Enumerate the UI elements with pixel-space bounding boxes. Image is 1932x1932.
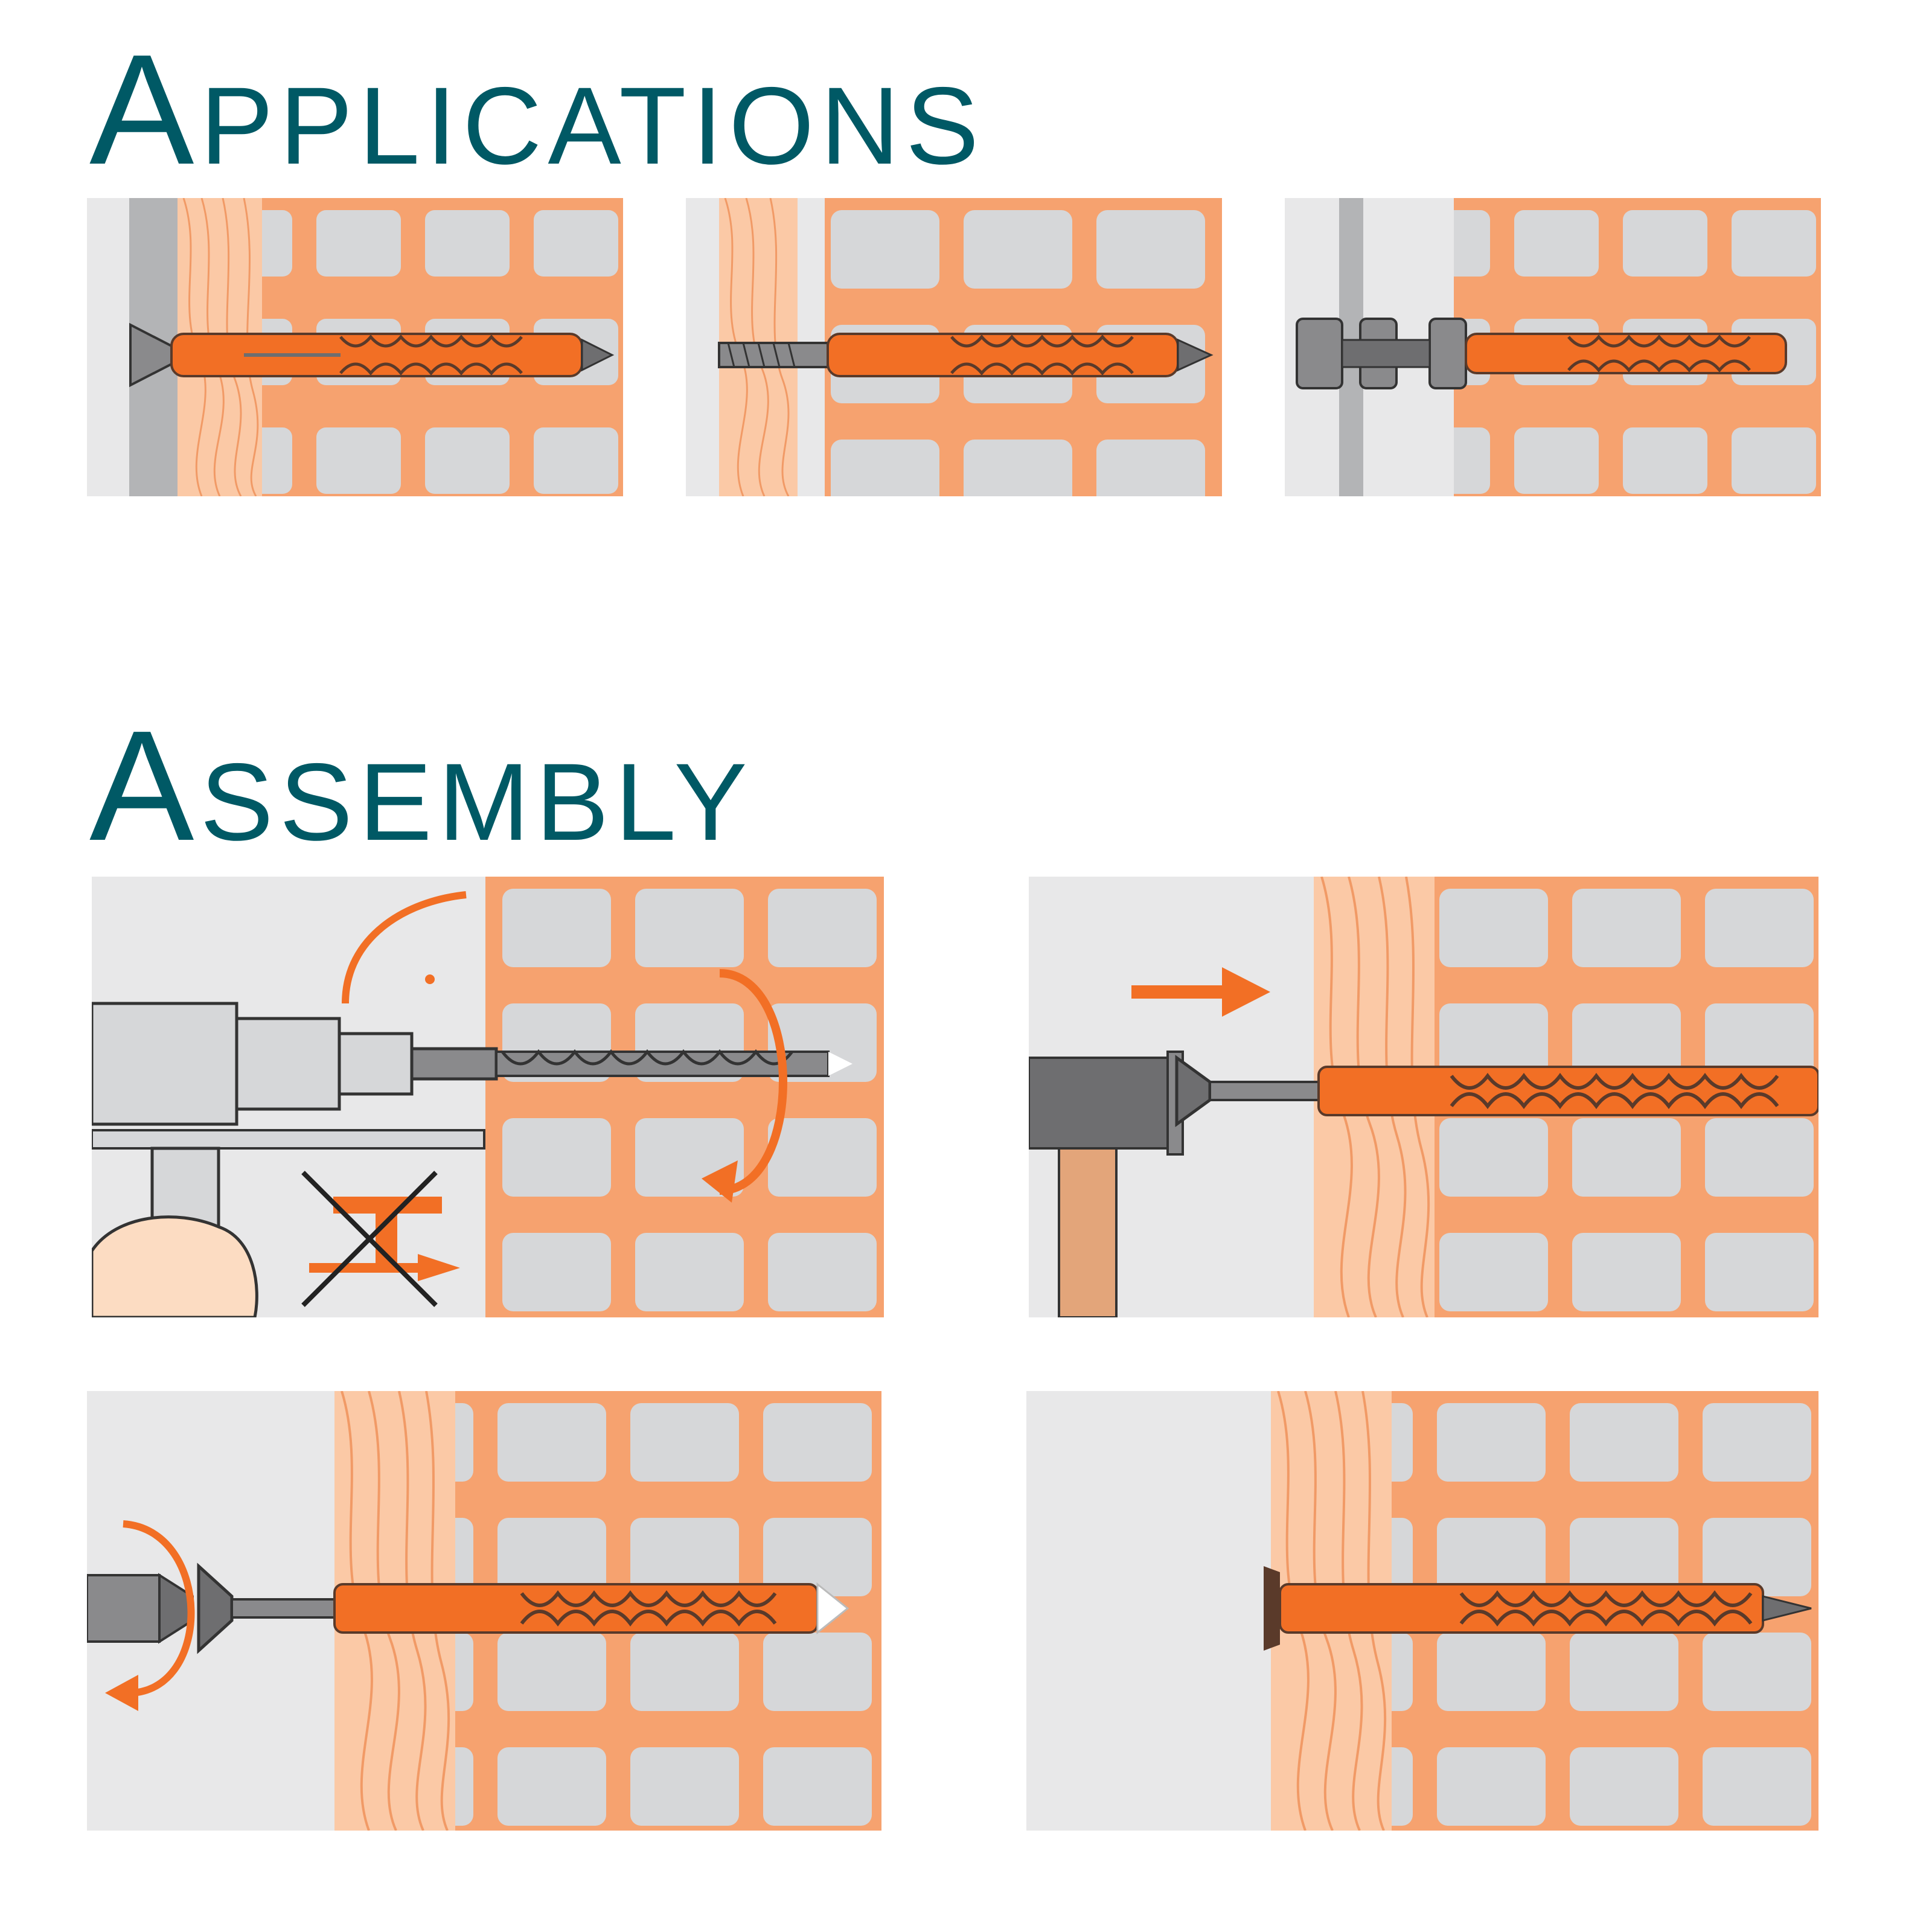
hammer-tool xyxy=(1029,1051,1184,1317)
arrow-right-icon xyxy=(1131,967,1270,1017)
assembly-heading: Assembly xyxy=(89,699,753,874)
applications-heading: Applications xyxy=(89,22,985,197)
screwdriver-bit xyxy=(87,1573,194,1644)
installed-anchor xyxy=(1264,1566,1812,1651)
frame-anchor-with-screw xyxy=(718,333,1214,377)
rotation-arrow-icon xyxy=(719,969,787,1195)
hollow-brick xyxy=(485,877,884,1317)
application-panel-2 xyxy=(686,198,1222,496)
assembly-step-installed xyxy=(1026,1391,1818,1831)
assembly-step-hammer xyxy=(1029,877,1818,1317)
application-panel-1 xyxy=(87,198,623,496)
anchor-with-screw xyxy=(1175,1055,1818,1127)
anchor-with-screw xyxy=(129,322,615,388)
drill-tool xyxy=(92,1002,852,1317)
anchor-with-screw xyxy=(197,1563,849,1654)
rotation-arrowhead-icon xyxy=(702,1160,738,1203)
rotation-arrow-icon xyxy=(123,1520,195,1697)
rotation-arrowhead-icon xyxy=(105,1675,138,1711)
threaded-rod-anchor xyxy=(1296,318,1787,389)
crossed-hammer-icon xyxy=(301,1171,460,1307)
assembly-step-drill xyxy=(92,877,884,1317)
application-panel-3 xyxy=(1285,198,1821,496)
depth-arc-icon xyxy=(342,891,467,1004)
assembly-step-screw-in xyxy=(87,1391,881,1831)
